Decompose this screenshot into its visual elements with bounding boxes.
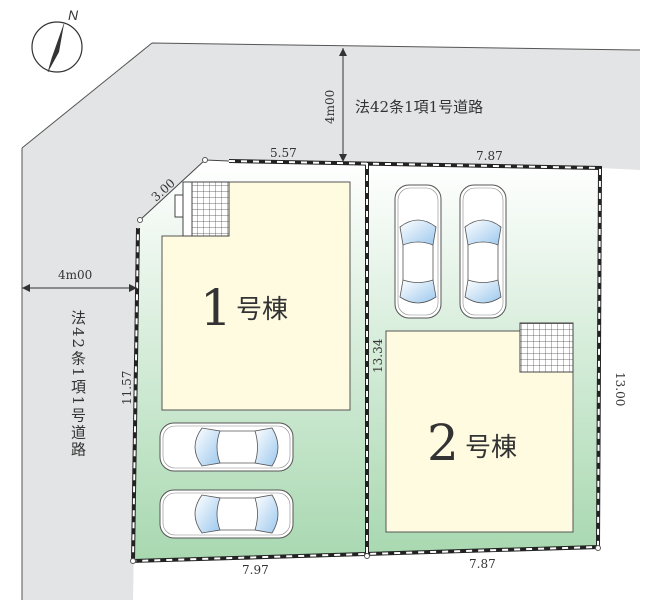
north-road-label: 法42条1項1号道路 <box>355 98 483 116</box>
dim-lot2-south: 7.87 <box>469 557 496 571</box>
balcony-grid-2 <box>519 322 574 373</box>
dim-lot1-west: 11.57 <box>120 371 134 405</box>
road-edge <box>21 42 641 600</box>
building-2-label: 号棟 <box>465 433 517 463</box>
entrance-step <box>182 181 193 237</box>
building-1-number: 1 <box>200 279 232 337</box>
dim-middle: 13.34 <box>371 338 385 373</box>
dim-lot2-east: 13.00 <box>613 372 627 406</box>
dim-lot2-north: 7.87 <box>476 149 503 163</box>
compass-label: N <box>68 7 79 23</box>
dim-lot1-north: 5.57 <box>270 146 297 160</box>
car <box>459 184 507 319</box>
north-road-width: 4m00 <box>323 90 337 124</box>
west-road-label: 法42条1項1号道路 <box>69 310 87 458</box>
balcony-grid-1 <box>191 181 230 237</box>
road-area <box>22 43 640 600</box>
building-1-label: 号棟 <box>236 295 288 325</box>
car <box>394 184 442 319</box>
car <box>159 422 294 472</box>
entrance-step <box>174 194 184 218</box>
car <box>159 489 294 539</box>
building-2-number: 2 <box>427 414 459 472</box>
west-road-width: 4m00 <box>58 268 92 282</box>
dim-lot1-south: 7.97 <box>242 563 269 577</box>
north-compass-icon: N <box>31 7 83 73</box>
